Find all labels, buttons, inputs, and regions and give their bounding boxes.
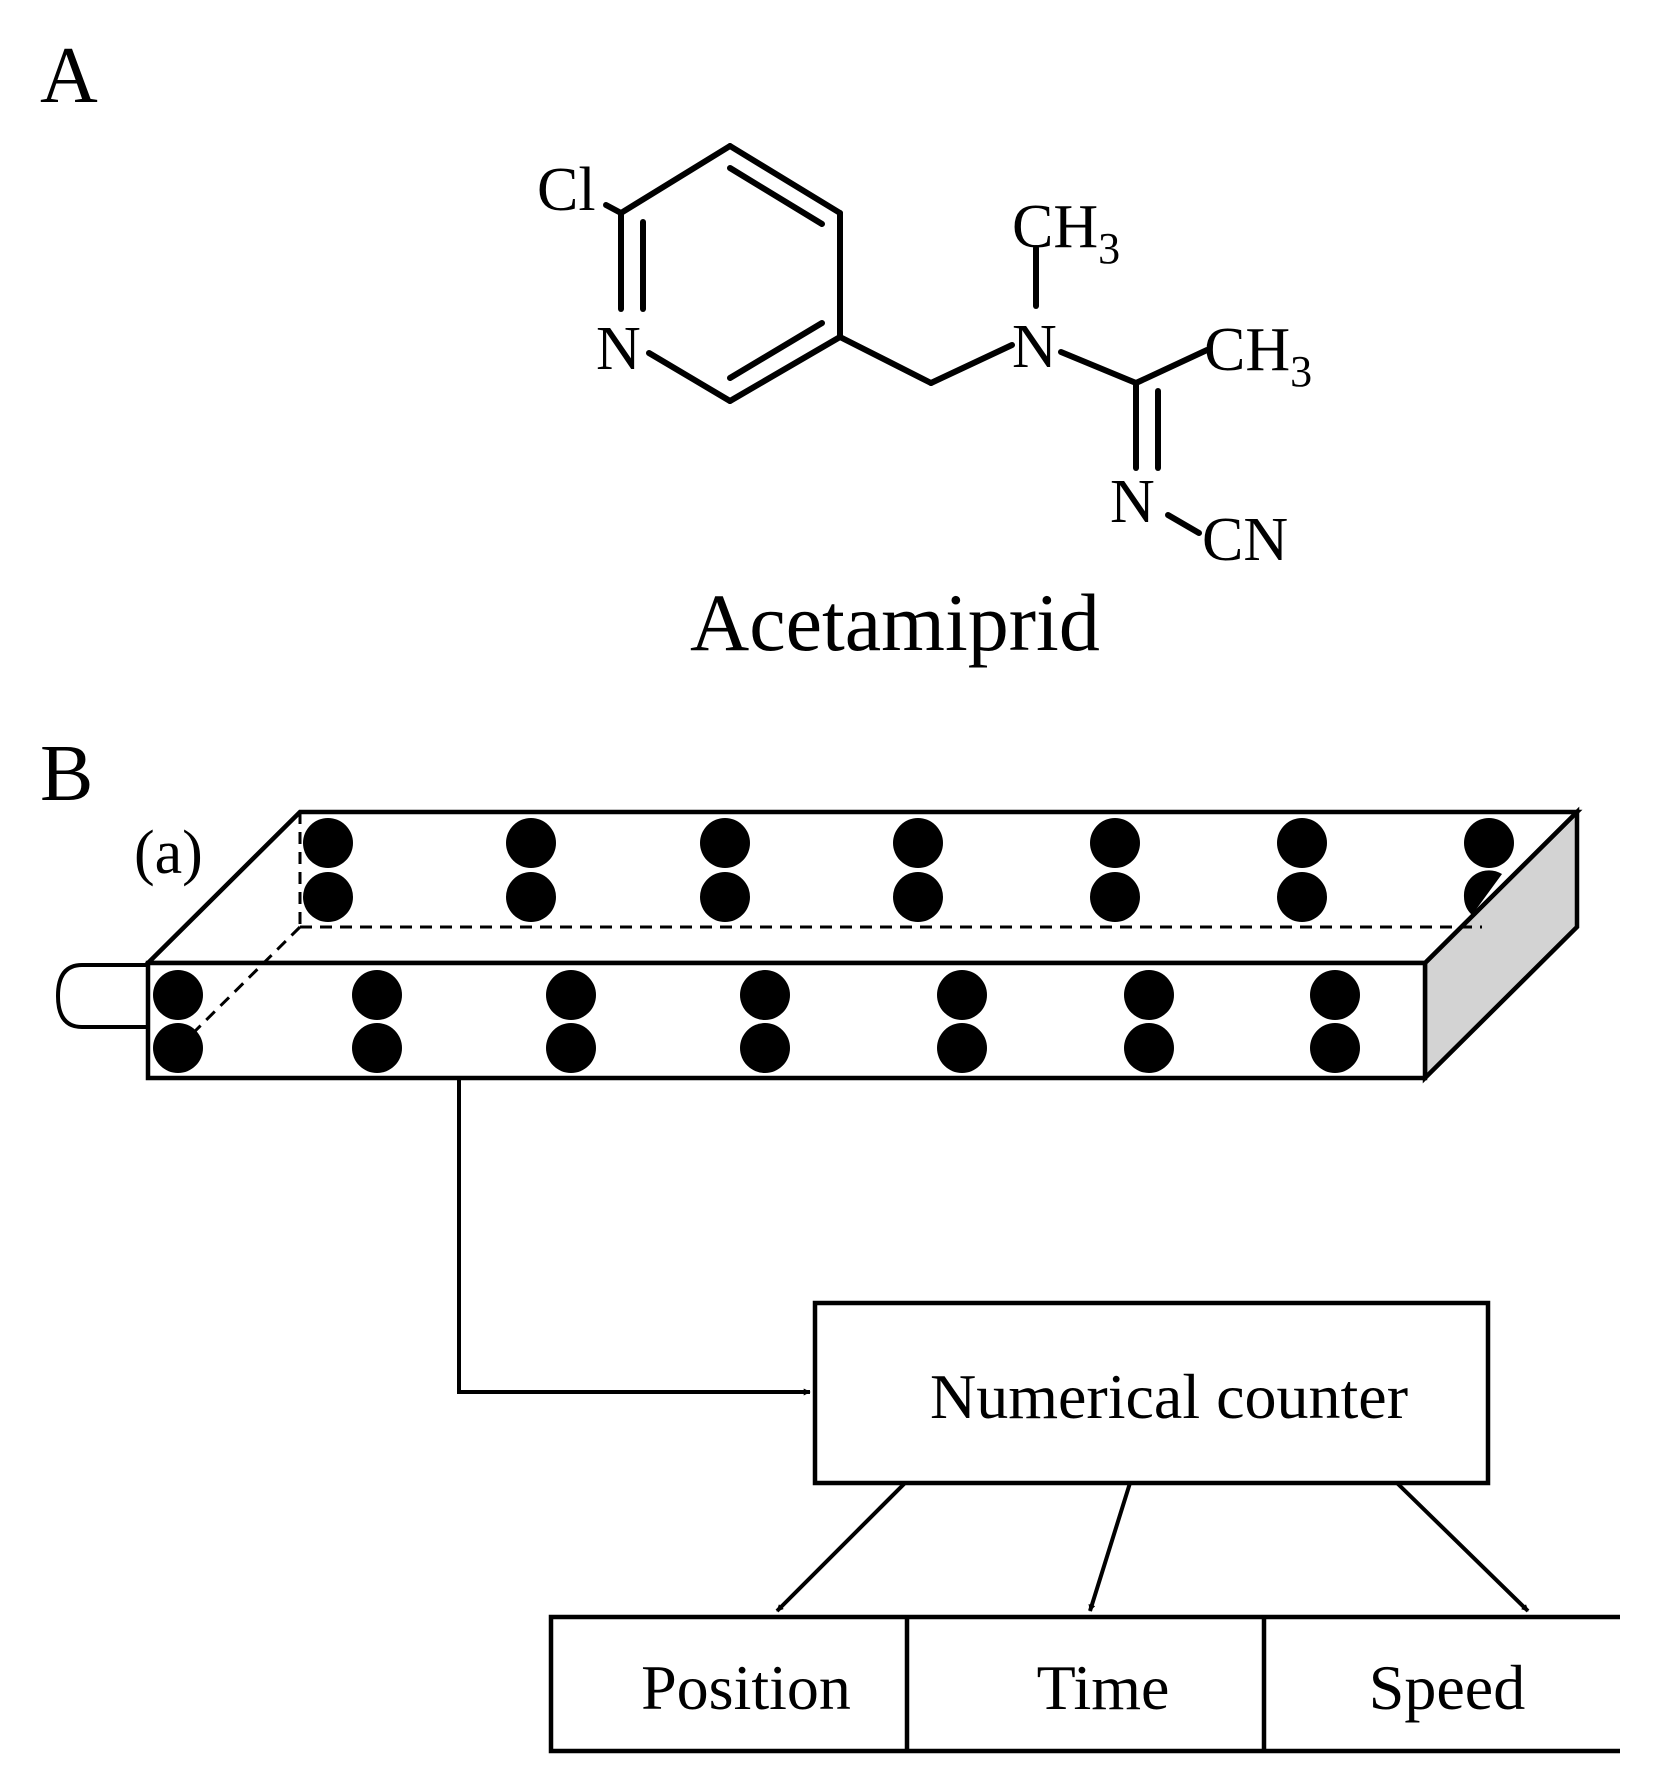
sensor-dot bbox=[352, 1023, 402, 1073]
ring-bond bbox=[727, 143, 843, 216]
sensor-dot-partial bbox=[1463, 870, 1502, 915]
sensor-dot bbox=[1124, 1023, 1174, 1073]
numerical-counter-box bbox=[812, 1300, 1491, 1486]
sensor-dot bbox=[303, 818, 353, 868]
connector-arrow bbox=[457, 1078, 811, 1396]
sensor-dot bbox=[1090, 818, 1140, 868]
compound-name: Acetamiprid bbox=[690, 577, 1100, 668]
sensor-dot bbox=[1310, 970, 1360, 1020]
track-top-face bbox=[142, 809, 1583, 966]
sensor-dot bbox=[506, 872, 556, 922]
track-box bbox=[142, 806, 1583, 1084]
sensor-dot bbox=[1277, 818, 1327, 868]
ch3-top-subscript: 3 bbox=[1098, 224, 1120, 273]
sensor-dot bbox=[546, 1023, 596, 1073]
output-position: Position bbox=[641, 1652, 851, 1723]
sensor-dot bbox=[1310, 1023, 1360, 1073]
panel-a-label: A bbox=[40, 32, 98, 120]
panel-b-label: B bbox=[40, 730, 93, 818]
ring-bond bbox=[618, 143, 733, 216]
sensor-dot bbox=[893, 818, 943, 868]
acetamiprid-structure: Cl N N N CH3 CH3 CN bbox=[537, 143, 1312, 574]
sensor-dot bbox=[937, 970, 987, 1020]
arrow-to-time bbox=[1088, 1482, 1132, 1612]
sensor-tube bbox=[55, 963, 148, 1029]
sensor-dot bbox=[1464, 818, 1514, 868]
sensor-dot bbox=[700, 872, 750, 922]
ch3-right-text: CH bbox=[1204, 316, 1290, 384]
sensor-dot bbox=[352, 970, 402, 1020]
group-cn: CN bbox=[1202, 506, 1288, 574]
sensor-dot bbox=[506, 818, 556, 868]
n-ch2-bond bbox=[928, 342, 1015, 386]
atom-n-ring: N bbox=[596, 315, 641, 383]
track-hidden-edge bbox=[178, 925, 302, 1048]
sensor-dot bbox=[937, 1023, 987, 1073]
sensor-label: (a) bbox=[134, 819, 203, 887]
output-time: Time bbox=[1037, 1652, 1170, 1723]
n-c-bond bbox=[1058, 349, 1139, 386]
group-ch3-top: CH3 bbox=[1012, 193, 1120, 273]
sensor-dot bbox=[700, 818, 750, 868]
sensor-dot bbox=[740, 970, 790, 1020]
numerical-counter-label: Numerical counter bbox=[930, 1361, 1408, 1432]
arrow-to-speed bbox=[1395, 1481, 1530, 1613]
ring-double-bond-inner bbox=[727, 165, 825, 227]
panel-b: B (a) bbox=[40, 730, 1620, 1754]
output-speed: Speed bbox=[1369, 1652, 1525, 1723]
ring-bond bbox=[727, 334, 843, 404]
sensor-dot bbox=[1124, 970, 1174, 1020]
group-ch3-right: CH3 bbox=[1204, 316, 1312, 396]
sensor-dot bbox=[1090, 872, 1140, 922]
sensor-dot bbox=[893, 872, 943, 922]
sensor-dot bbox=[303, 872, 353, 922]
panel-a: A Cl N N N bbox=[40, 32, 1312, 668]
n-cn-bond bbox=[1165, 512, 1202, 536]
sensor-dot bbox=[1277, 872, 1327, 922]
output-table: Position Time Speed bbox=[548, 1614, 1620, 1754]
ch2-bond bbox=[837, 334, 934, 386]
cl-bond bbox=[603, 202, 624, 216]
ch3-top-text: CH bbox=[1012, 193, 1098, 261]
sensor-dot bbox=[546, 970, 596, 1020]
atom-n-imine: N bbox=[1110, 468, 1155, 536]
sensor-dot bbox=[740, 1023, 790, 1073]
ring-double-bond-inner bbox=[727, 320, 825, 381]
sensor-dot bbox=[153, 970, 203, 1020]
sensor-dot bbox=[153, 1023, 203, 1073]
ring-bond bbox=[646, 350, 733, 404]
atom-n-amine: N bbox=[1012, 313, 1057, 381]
sensor-dots-back bbox=[303, 818, 1514, 922]
output-table-border bbox=[548, 1614, 1620, 1754]
sensor-dots-front bbox=[153, 970, 1360, 1073]
atom-cl: Cl bbox=[537, 156, 596, 224]
c-methyl-bond bbox=[1133, 347, 1210, 386]
ch3-right-subscript: 3 bbox=[1290, 347, 1312, 396]
arrow-to-position bbox=[775, 1481, 907, 1613]
